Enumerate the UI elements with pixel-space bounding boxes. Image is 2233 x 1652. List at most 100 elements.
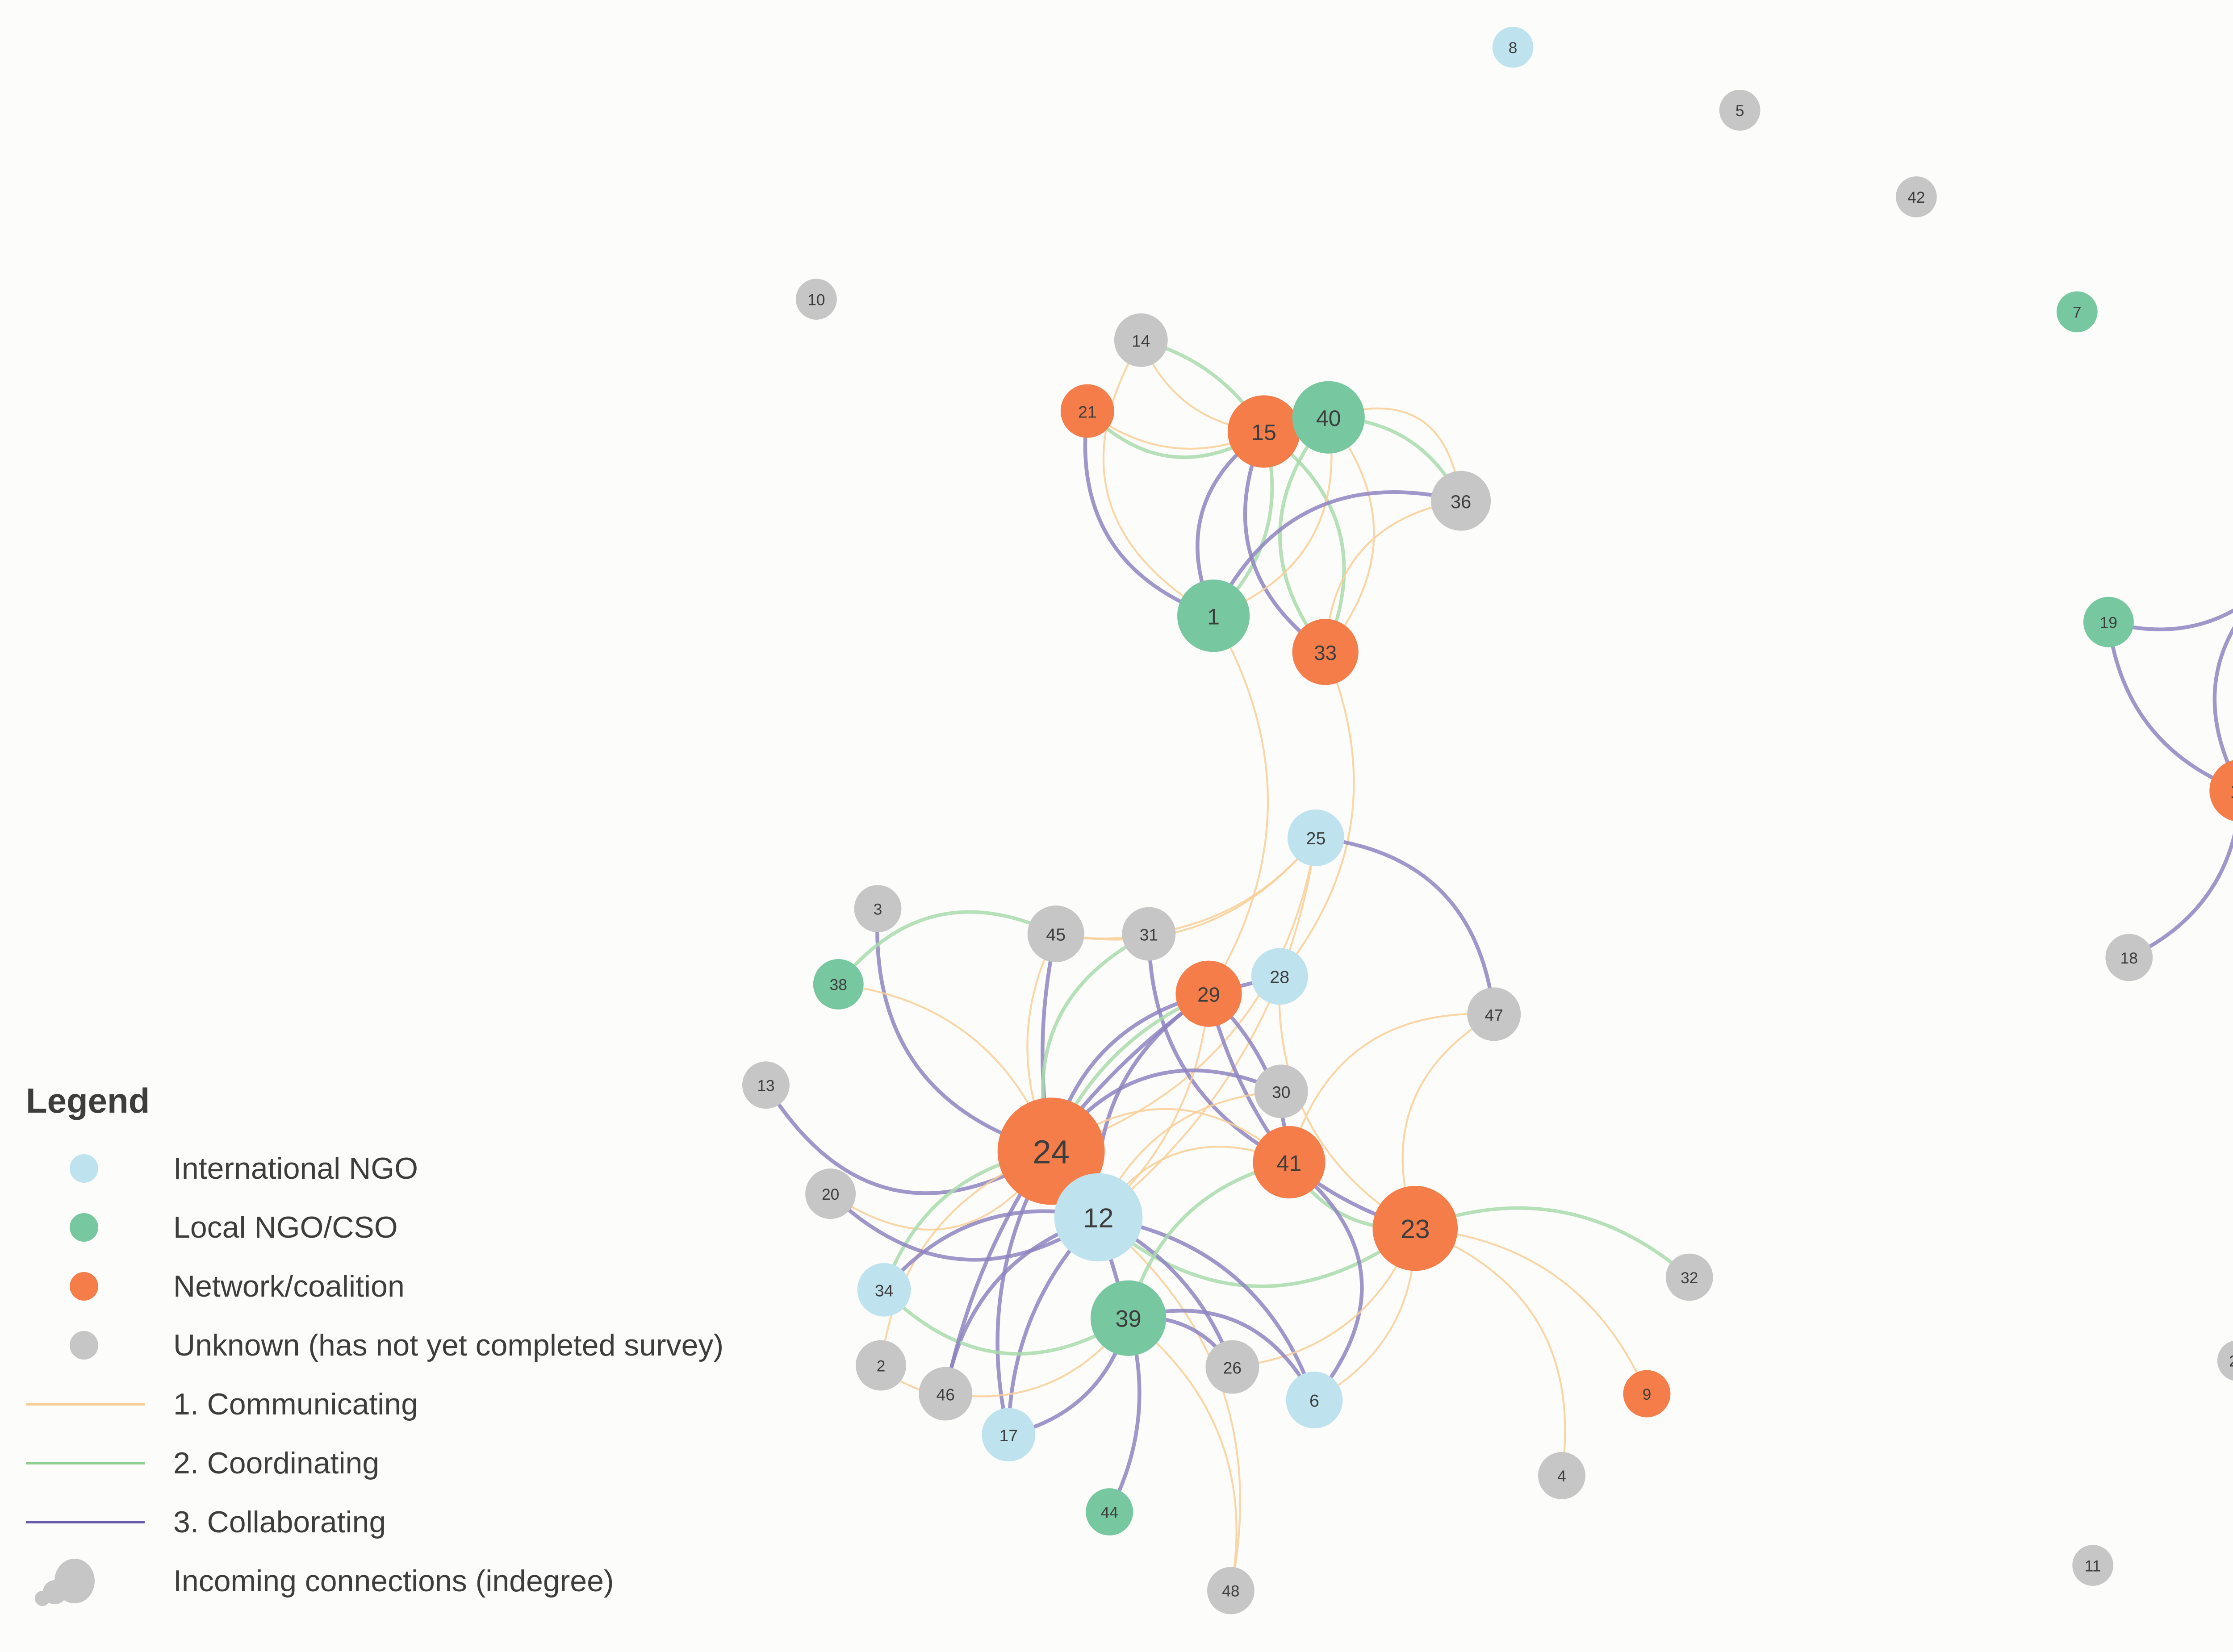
node-26[interactable]: 26 (1205, 1340, 1259, 1394)
node-2[interactable]: 2 (856, 1340, 907, 1391)
node-34[interactable]: 34 (857, 1263, 911, 1317)
node-circle[interactable] (1492, 26, 1534, 68)
node-21[interactable]: 21 (1060, 384, 1114, 438)
node-9[interactable]: 9 (1623, 1370, 1671, 1418)
node-circle[interactable] (813, 959, 864, 1010)
node-circle[interactable] (1205, 1340, 1259, 1394)
node-20[interactable]: 20 (805, 1168, 856, 1219)
node-40[interactable]: 40 (1292, 381, 1365, 454)
node-48[interactable]: 48 (1207, 1567, 1254, 1614)
node-layer: 8542710142115403613343193716183522253453… (742, 26, 2233, 1614)
node-circle[interactable] (1251, 948, 1308, 1005)
node-circle[interactable] (2217, 1340, 2233, 1381)
node-27[interactable]: 27 (2217, 1340, 2233, 1381)
node-label: 30 (1272, 1083, 1290, 1101)
node-17[interactable]: 17 (982, 1408, 1036, 1462)
node-36[interactable]: 36 (1431, 471, 1491, 531)
node-14[interactable]: 14 (1114, 313, 1168, 367)
node-47[interactable]: 47 (1467, 987, 1521, 1041)
node-41[interactable]: 41 (1253, 1126, 1326, 1199)
node-circle[interactable] (1896, 176, 1937, 217)
node-38[interactable]: 38 (813, 959, 864, 1010)
node-label: 40 (1316, 405, 1341, 431)
node-42[interactable]: 42 (1896, 176, 1937, 217)
node-33[interactable]: 33 (1292, 619, 1359, 685)
node-label: 10 (807, 291, 825, 309)
node-circle[interactable] (2105, 934, 2153, 981)
node-6[interactable]: 6 (1286, 1372, 1343, 1429)
edge-communicating (1288, 1013, 1494, 1163)
node-3[interactable]: 3 (854, 885, 902, 933)
node-1[interactable]: 1 (1177, 579, 1250, 652)
node-circle[interactable] (2056, 291, 2098, 333)
node-46[interactable]: 46 (919, 1367, 973, 1421)
node-circle[interactable] (742, 1061, 790, 1109)
node-19[interactable]: 19 (2083, 597, 2134, 647)
node-circle[interactable] (1538, 1452, 1585, 1499)
node-5[interactable]: 5 (1719, 90, 1760, 131)
node-8[interactable]: 8 (1492, 26, 1534, 68)
node-circle[interactable] (1467, 987, 1521, 1041)
node-30[interactable]: 30 (1254, 1064, 1308, 1118)
node-circle[interactable] (1287, 809, 1344, 866)
node-18[interactable]: 18 (2105, 934, 2153, 981)
node-10[interactable]: 10 (795, 279, 837, 320)
node-circle[interactable] (856, 1340, 907, 1391)
node-circle[interactable] (1253, 1126, 1326, 1199)
node-circle[interactable] (795, 279, 837, 320)
node-24[interactable]: 24 (997, 1097, 1105, 1205)
node-circle[interactable] (1090, 1280, 1167, 1356)
node-circle[interactable] (982, 1408, 1036, 1462)
node-circle[interactable] (854, 885, 902, 933)
node-circle[interactable] (1623, 1370, 1671, 1418)
node-circle[interactable] (2209, 759, 2233, 822)
node-28[interactable]: 28 (1251, 948, 1308, 1005)
node-circle[interactable] (1372, 1185, 1458, 1271)
node-circle[interactable] (1175, 960, 1242, 1027)
node-31[interactable]: 31 (1122, 907, 1176, 961)
edge-communicating (1050, 838, 1317, 1152)
node-label: 7 (2073, 304, 2082, 321)
node-circle[interactable] (1086, 1488, 1133, 1535)
node-16[interactable]: 16 (2209, 759, 2233, 822)
node-circle[interactable] (1027, 905, 1084, 963)
node-circle[interactable] (857, 1263, 911, 1317)
legend-item-collaborating: 3. Collaborating (26, 1493, 723, 1552)
node-label: 17 (999, 1426, 1018, 1445)
node-25[interactable]: 25 (1287, 809, 1344, 866)
node-circle[interactable] (1431, 471, 1491, 531)
node-circle[interactable] (1054, 1173, 1143, 1262)
node-4[interactable]: 4 (1538, 1452, 1585, 1499)
node-11[interactable]: 11 (2072, 1545, 2113, 1586)
node-circle[interactable] (2072, 1545, 2113, 1586)
node-circle[interactable] (1177, 579, 1250, 652)
legend-label: Unknown (has not yet completed survey) (173, 1328, 724, 1362)
node-15[interactable]: 15 (1227, 395, 1300, 468)
node-circle[interactable] (1122, 907, 1176, 961)
node-39[interactable]: 39 (1090, 1280, 1167, 1356)
node-circle[interactable] (1060, 384, 1114, 438)
node-7[interactable]: 7 (2056, 291, 2098, 333)
node-circle[interactable] (1227, 395, 1300, 468)
legend-item-international-ngo: International NGO (26, 1139, 723, 1198)
node-circle[interactable] (1665, 1253, 1713, 1301)
node-circle[interactable] (997, 1097, 1105, 1205)
node-circle[interactable] (1254, 1064, 1308, 1118)
node-circle[interactable] (2083, 597, 2134, 647)
node-circle[interactable] (919, 1367, 973, 1421)
node-32[interactable]: 32 (1665, 1253, 1713, 1301)
node-circle[interactable] (1719, 90, 1760, 131)
node-29[interactable]: 29 (1175, 960, 1242, 1027)
node-23[interactable]: 23 (1372, 1185, 1458, 1271)
node-circle[interactable] (805, 1168, 856, 1219)
node-circle[interactable] (1207, 1567, 1254, 1614)
node-45[interactable]: 45 (1027, 905, 1084, 963)
node-44[interactable]: 44 (1086, 1488, 1133, 1535)
node-circle[interactable] (1292, 619, 1359, 685)
node-13[interactable]: 13 (742, 1061, 790, 1109)
node-circle[interactable] (1114, 313, 1168, 367)
node-12[interactable]: 12 (1054, 1173, 1143, 1262)
node-circle[interactable] (1292, 381, 1365, 454)
node-circle[interactable] (1286, 1372, 1343, 1429)
